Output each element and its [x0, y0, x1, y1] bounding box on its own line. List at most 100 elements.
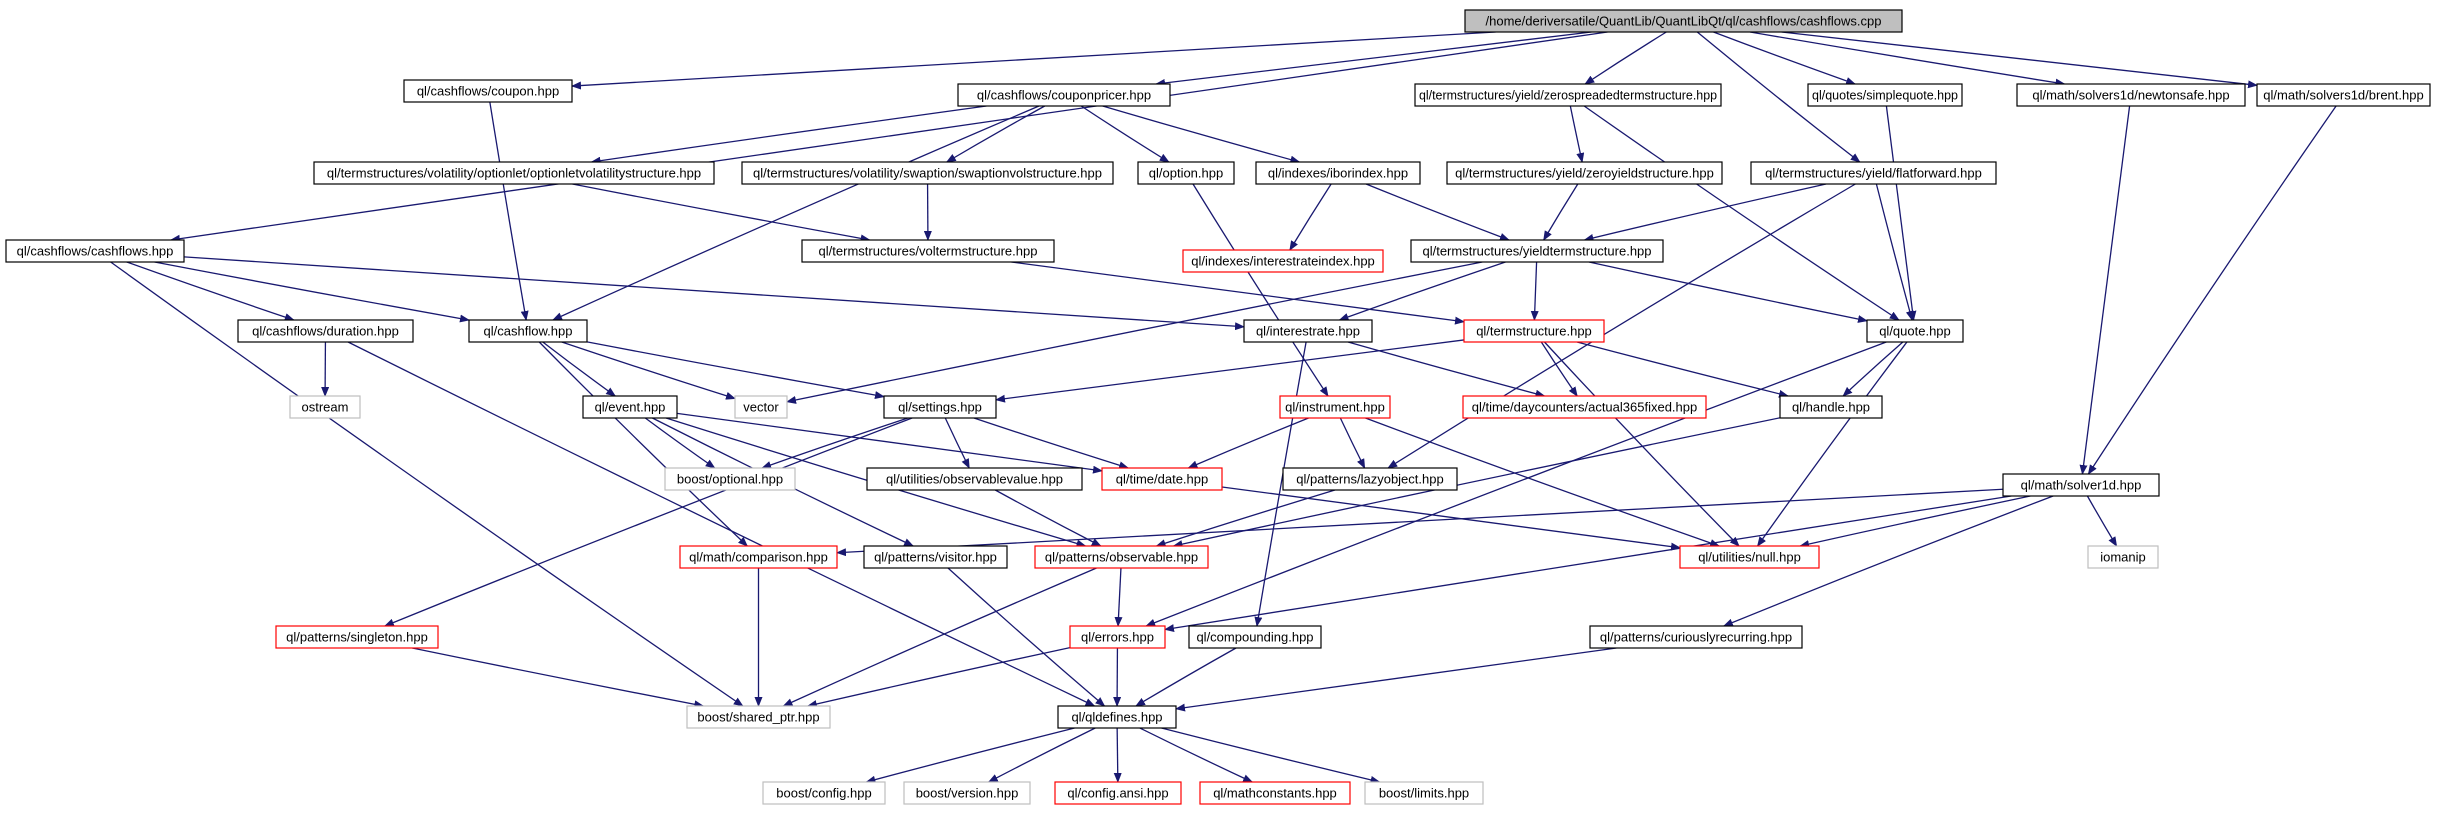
node-label: ql/indexes/interestrateindex.hpp — [1191, 254, 1375, 269]
node-observable[interactable]: ql/patterns/observable.hpp — [1034, 545, 1209, 569]
node-box — [289, 395, 361, 419]
node-voltermstructure[interactable]: ql/termstructures/voltermstructure.hpp — [801, 239, 1055, 263]
node-label: ql/termstructures/voltermstructure.hpp — [819, 244, 1038, 259]
edge-brent-to-solver1d — [2087, 105, 2337, 475]
edge-interestrate-to-actual365 — [1347, 341, 1546, 398]
node-box — [1137, 161, 1235, 185]
node-label: ql/termstructure.hpp — [1476, 324, 1592, 339]
node-event[interactable]: ql/event.hpp — [582, 395, 678, 419]
node-couponpricer[interactable]: ql/cashflows/couponpricer.hpp — [957, 83, 1171, 107]
node-label: boost/config.hpp — [776, 786, 871, 801]
node-cashflowshpp[interactable]: ql/cashflows/cashflows.hpp — [5, 239, 185, 263]
node-interestrateindex[interactable]: ql/indexes/interestrateindex.hpp — [1182, 249, 1384, 273]
node-box — [5, 239, 185, 263]
node-box — [679, 545, 838, 569]
node-box — [1279, 395, 1391, 419]
nodes-layer: /home/deriversatile/QuantLib/QuantLibQt/… — [5, 9, 2431, 805]
edge-flatforward-to-yieldterm — [1583, 183, 1827, 242]
node-mathconstants[interactable]: ql/mathconstants.hpp — [1199, 781, 1351, 805]
node-configansi[interactable]: ql/config.ansi.hpp — [1054, 781, 1182, 805]
node-optionletvol[interactable]: ql/termstructures/volatility/optionlet/o… — [313, 161, 715, 185]
edge-yieldterm-to-quote — [1588, 261, 1868, 323]
edge-root-to-flatforward — [1696, 31, 1861, 163]
node-label: boost/shared_ptr.hpp — [697, 710, 819, 725]
node-root[interactable]: /home/deriversatile/QuantLib/QuantLibQt/… — [1464, 9, 1903, 33]
node-yieldterm[interactable]: ql/termstructures/yieldtermstructure.hpp — [1410, 239, 1664, 263]
edge-singleton-to-sharedptr — [412, 647, 705, 709]
node-zerospreaded[interactable]: ql/termstructures/yield/zerospreadedterm… — [1414, 83, 1722, 107]
node-errors[interactable]: ql/errors.hpp — [1069, 625, 1166, 649]
node-newtonsafe[interactable]: ql/math/solvers1d/newtonsafe.hpp — [2016, 83, 2246, 107]
node-swaptionvol[interactable]: ql/termstructures/volatility/swaption/sw… — [741, 161, 1114, 185]
node-label: ql/qldefines.hpp — [1071, 710, 1162, 725]
node-coupon[interactable]: ql/cashflows/coupon.hpp — [403, 79, 573, 103]
node-singleton[interactable]: ql/patterns/singleton.hpp — [275, 625, 439, 649]
node-interestrate[interactable]: ql/interestrate.hpp — [1243, 319, 1373, 343]
node-label: ql/errors.hpp — [1081, 630, 1154, 645]
node-brent[interactable]: ql/math/solvers1d/brent.hpp — [2256, 83, 2431, 107]
node-instrument[interactable]: ql/instrument.hpp — [1279, 395, 1391, 419]
edge-termstructure-to-settings — [995, 339, 1465, 403]
node-label: ql/termstructures/yield/zeroyieldstructu… — [1455, 166, 1714, 181]
node-box — [468, 319, 588, 343]
edge-root-to-newtonsafe — [1749, 31, 2066, 87]
edge-root-to-simplequote — [1713, 31, 1856, 85]
node-label: boost/version.hpp — [916, 786, 1019, 801]
node-actual365[interactable]: ql/time/daycounters/actual365fixed.hpp — [1462, 395, 1707, 419]
node-curiously[interactable]: ql/patterns/curiouslyrecurring.hpp — [1589, 625, 1803, 649]
node-date[interactable]: ql/time/date.hpp — [1101, 467, 1223, 491]
node-duration[interactable]: ql/cashflows/duration.hpp — [237, 319, 414, 343]
node-cashflow[interactable]: ql/cashflow.hpp — [468, 319, 588, 343]
node-observablevalue[interactable]: ql/utilities/observablevalue.hpp — [866, 467, 1083, 491]
node-box — [2002, 473, 2160, 497]
node-option[interactable]: ql/option.hpp — [1137, 161, 1235, 185]
node-label: ql/cashflow.hpp — [484, 324, 573, 339]
node-box — [1410, 239, 1664, 263]
node-qldefines[interactable]: ql/qldefines.hpp — [1057, 705, 1177, 729]
edge-cashflowshpp-to-cashflow — [154, 261, 470, 323]
edge-observable-to-sharedptr — [782, 567, 1097, 707]
edge-cashflowshpp-to-interestrate — [183, 256, 1245, 331]
node-box — [1446, 161, 1723, 185]
edge-root-to-couponpricer — [1155, 31, 1592, 87]
node-handle[interactable]: ql/handle.hpp — [1779, 395, 1883, 419]
edge-termstructure-to-actual365 — [1540, 341, 1578, 397]
node-box — [1750, 161, 1997, 185]
node-quote[interactable]: ql/quote.hpp — [1866, 319, 1964, 343]
node-settings[interactable]: ql/settings.hpp — [883, 395, 997, 419]
edges-layer — [110, 31, 2337, 784]
node-label: ql/quote.hpp — [1879, 324, 1951, 339]
edge-flatforward-to-lazyobject — [1387, 183, 1856, 469]
node-label: ql/time/date.hpp — [1116, 472, 1209, 487]
edge-termstructure-to-handle — [1576, 341, 1789, 398]
node-comparison[interactable]: ql/math/comparison.hpp — [679, 545, 838, 569]
node-label: ql/cashflows/cashflows.hpp — [17, 244, 174, 259]
node-label: boost/optional.hpp — [677, 472, 783, 487]
node-lazyobject[interactable]: ql/patterns/lazyobject.hpp — [1282, 467, 1458, 491]
node-null[interactable]: ql/utilities/null.hpp — [1679, 545, 1820, 569]
node-flatforward[interactable]: ql/termstructures/yield/flatforward.hpp — [1750, 161, 1997, 185]
edge-couponpricer-to-iborindex — [1102, 105, 1301, 164]
node-solver1d[interactable]: ql/math/solver1d.hpp — [2002, 473, 2160, 497]
node-label: ql/time/daycounters/actual365fixed.hpp — [1472, 400, 1697, 415]
edge-iborindex-to-interestrateindex — [1289, 183, 1332, 251]
node-termstructure[interactable]: ql/termstructure.hpp — [1463, 319, 1605, 343]
node-compounding[interactable]: ql/compounding.hpp — [1188, 625, 1322, 649]
edge-settings-to-date — [973, 417, 1130, 470]
node-zeroyield[interactable]: ql/termstructures/yield/zeroyieldstructu… — [1446, 161, 1723, 185]
node-box — [1054, 781, 1182, 805]
node-box — [686, 705, 831, 729]
node-vector: vector — [734, 395, 788, 419]
node-iborindex[interactable]: ql/indexes/iborindex.hpp — [1255, 161, 1421, 185]
edge-observable-to-errors — [1114, 567, 1123, 627]
edge-solver1d-to-errors — [1164, 495, 2012, 633]
node-label: ql/option.hpp — [1149, 166, 1223, 181]
node-box — [1188, 625, 1322, 649]
node-simplequote[interactable]: ql/quotes/simplequote.hpp — [1807, 83, 1963, 107]
node-label: ql/termstructures/volatility/optionlet/o… — [327, 166, 701, 181]
edge-qldefines-to-configansi — [1113, 727, 1122, 783]
node-visitor[interactable]: ql/patterns/visitor.hpp — [863, 545, 1008, 569]
node-label: ql/patterns/lazyobject.hpp — [1296, 472, 1443, 487]
edge-curiously-to-qldefines — [1175, 647, 1617, 712]
